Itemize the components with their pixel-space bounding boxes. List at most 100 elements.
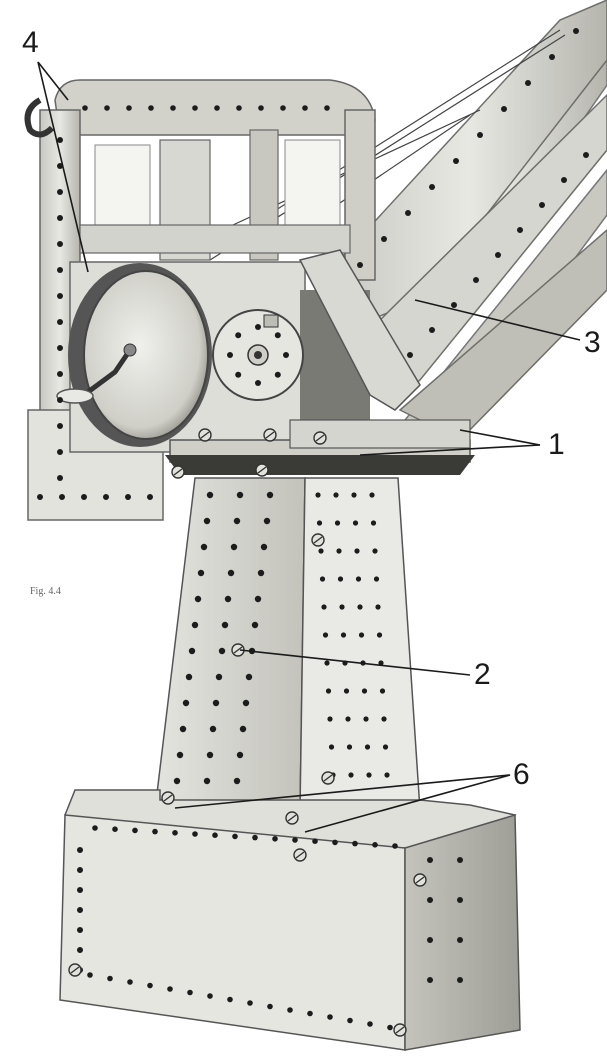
callout-2: 2 <box>474 658 491 691</box>
hole <box>307 1010 313 1017</box>
hole <box>357 604 363 610</box>
hole <box>77 847 83 853</box>
bolt-head <box>321 771 335 785</box>
hole <box>230 543 238 551</box>
hole <box>236 491 244 499</box>
hole <box>355 576 362 582</box>
bolt-head <box>285 811 299 825</box>
hole <box>258 105 264 111</box>
hole <box>57 189 63 195</box>
hole <box>188 647 196 655</box>
bolt-head <box>263 428 277 442</box>
hole <box>407 352 413 358</box>
hole <box>573 28 579 34</box>
hole <box>373 576 380 582</box>
hole <box>221 621 229 629</box>
callout-leaders <box>37 61 581 833</box>
hole <box>457 897 463 903</box>
bolt-head <box>198 428 212 442</box>
hole <box>405 210 411 216</box>
hole <box>77 907 83 913</box>
hole <box>77 927 83 933</box>
bolt-head <box>68 963 82 977</box>
hole <box>382 744 389 750</box>
hole <box>107 975 113 982</box>
hole <box>325 688 332 694</box>
hole <box>549 54 555 60</box>
hole <box>125 494 131 500</box>
hole <box>224 595 232 603</box>
hole <box>312 838 318 844</box>
hole <box>457 857 463 863</box>
hole <box>192 831 198 837</box>
hole <box>429 184 435 190</box>
hole <box>187 989 193 996</box>
hole <box>274 371 281 378</box>
hole <box>176 751 184 759</box>
callout-3: 3 <box>584 326 601 359</box>
hole <box>324 660 330 666</box>
hole <box>82 105 88 111</box>
hole <box>251 621 259 629</box>
hole <box>127 979 133 985</box>
hole <box>57 423 63 429</box>
hole <box>233 517 241 525</box>
hole <box>57 345 63 351</box>
hole <box>345 716 351 722</box>
hole <box>203 777 211 785</box>
hole <box>57 371 63 377</box>
hole <box>200 543 208 551</box>
bolt-head <box>393 1023 407 1037</box>
hole <box>427 857 433 863</box>
hole <box>203 517 211 525</box>
hole <box>379 688 386 694</box>
perforation-holes <box>37 28 589 1031</box>
hole <box>495 252 501 258</box>
hole <box>332 839 338 846</box>
hole <box>235 332 242 339</box>
hole <box>451 302 457 308</box>
jib-front <box>329 0 607 441</box>
hole <box>337 576 344 582</box>
hole <box>321 604 327 610</box>
hole <box>336 548 342 554</box>
hole <box>218 647 226 655</box>
hole <box>501 106 507 112</box>
hole <box>267 1003 273 1010</box>
hole <box>57 319 63 325</box>
hole <box>252 834 258 841</box>
hole <box>372 842 378 848</box>
hole <box>334 520 341 526</box>
hole <box>192 105 198 111</box>
hole <box>182 699 190 707</box>
hole <box>283 352 289 358</box>
hole <box>147 982 153 989</box>
hole <box>366 772 372 778</box>
hole <box>254 595 262 603</box>
hole <box>132 827 138 834</box>
hole <box>457 937 463 943</box>
hole <box>429 327 435 333</box>
hole <box>352 840 358 847</box>
hole <box>364 744 371 750</box>
winding-drum <box>56 263 212 447</box>
hole <box>287 1007 293 1013</box>
hole <box>352 520 359 526</box>
hole <box>170 105 176 111</box>
hole <box>302 105 308 111</box>
hole <box>57 475 63 481</box>
hole <box>197 569 205 577</box>
callout-1: 1 <box>548 428 565 461</box>
hole <box>263 517 271 525</box>
hole <box>346 744 353 750</box>
hole <box>104 105 110 111</box>
hole <box>81 494 87 500</box>
hole <box>347 1017 353 1024</box>
hole <box>384 772 390 778</box>
hole <box>167 986 173 992</box>
hole <box>375 604 381 610</box>
hole <box>427 897 433 903</box>
hole <box>57 137 63 143</box>
hole <box>376 632 383 638</box>
hole <box>87 972 93 978</box>
